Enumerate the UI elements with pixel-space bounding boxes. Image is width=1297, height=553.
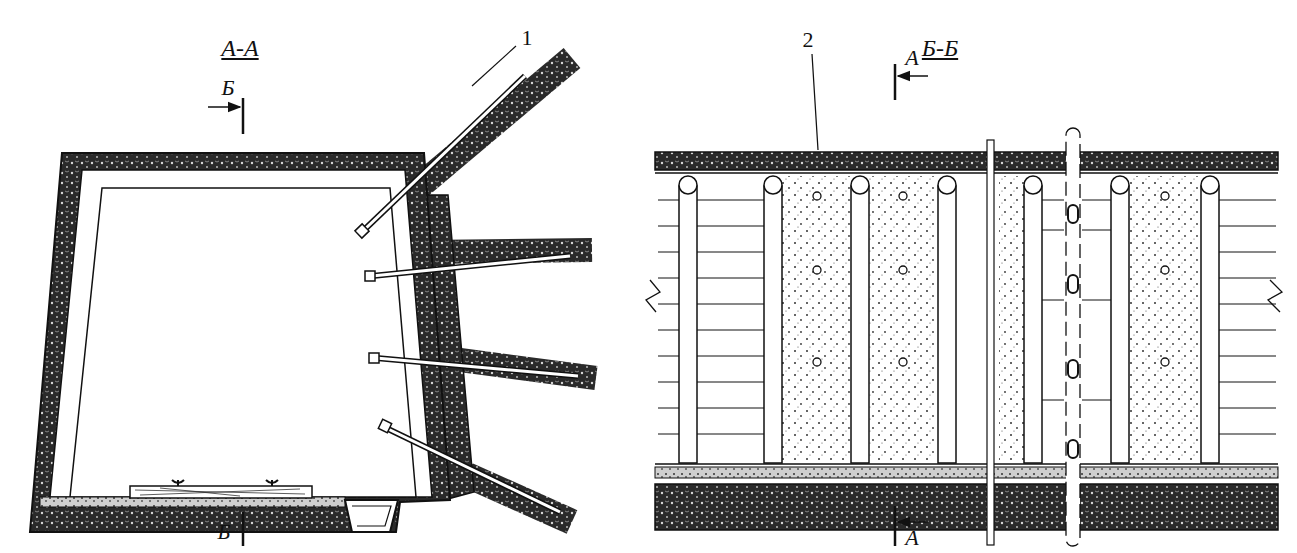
- section-mark: А: [905, 527, 918, 549]
- callout-number: 1: [522, 27, 533, 49]
- cross-section: [30, 46, 596, 546]
- section-mark: А: [905, 47, 918, 69]
- section-mark: Б: [222, 77, 235, 99]
- section-title: Б-Б: [922, 36, 958, 60]
- callout-number: 2: [803, 29, 814, 51]
- longitudinal-section: [646, 54, 1282, 546]
- section-title: А-А: [221, 36, 258, 60]
- section-mark: Б: [218, 521, 231, 543]
